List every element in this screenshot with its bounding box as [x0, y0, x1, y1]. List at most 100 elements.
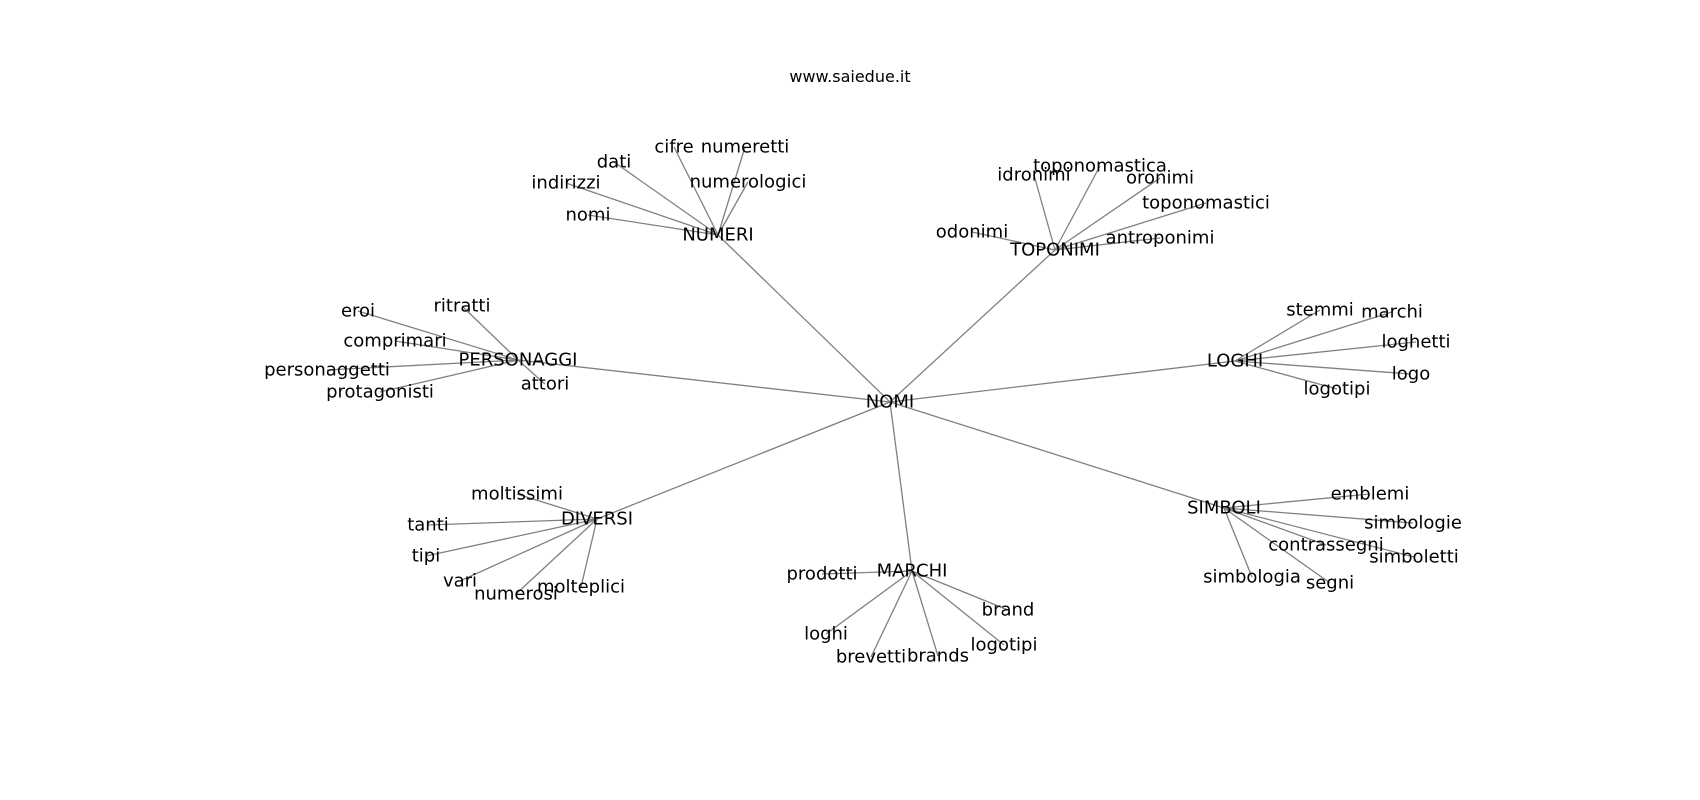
edge-toponimi-leaf: [1054, 202, 1207, 251]
node-leaf: cifre: [654, 137, 693, 158]
edge-personaggi-leaf: [357, 310, 519, 361]
edge-numeri-leaf: [587, 214, 719, 236]
node-leaf: numeretti: [701, 137, 790, 158]
edge-root-marchi: [889, 401, 913, 572]
node-leaf: prodotti: [787, 564, 858, 585]
node-leaf: numerosi: [474, 584, 558, 605]
node-leaf: tipi: [412, 546, 441, 567]
edge-toponimi-leaf: [1033, 174, 1056, 251]
node-leaf: personaggetti: [264, 360, 390, 381]
edge-simboli-leaf: [1223, 493, 1371, 509]
edge-simboli-leaf: [1223, 507, 1415, 558]
edge-simboli-leaf: [1223, 507, 1331, 584]
node-leaf: antroponimi: [1106, 228, 1215, 249]
node-leaf: attori: [521, 374, 570, 395]
edge-numeri-leaf: [613, 161, 719, 236]
edge-numeri-leaf: [673, 146, 719, 236]
edge-loghi-leaf: [1234, 360, 1412, 375]
edge-marchi-leaf: [911, 570, 939, 657]
node-leaf: idronimi: [997, 165, 1070, 186]
node-leaf: contrassegni: [1268, 535, 1383, 556]
edge-loghi-leaf: [1234, 309, 1321, 362]
edge-loghi-leaf: [1234, 311, 1393, 362]
edge-marchi-leaf: [911, 570, 1009, 611]
edge-toponimi-leaf: [1054, 177, 1161, 251]
edge-personaggi-leaf: [517, 359, 546, 385]
edge-loghi-leaf: [1234, 341, 1417, 362]
edge-numeri-leaf: [565, 182, 719, 236]
edge-root-toponimi: [889, 249, 1056, 403]
site-url: www.saiedue.it: [789, 67, 910, 86]
node-root: NOMI: [866, 392, 914, 413]
node-leaf: brevetti: [836, 647, 906, 668]
edge-root-numeri: [717, 234, 891, 403]
node-group-loghi: LOGHI: [1207, 351, 1263, 372]
edge-simboli-leaf: [1223, 507, 1253, 578]
node-leaf: eroi: [341, 301, 375, 322]
node-leaf: simbologia: [1203, 567, 1301, 588]
node-leaf: loghetti: [1381, 332, 1450, 353]
node-leaf: logotipi: [971, 635, 1038, 656]
node-leaf: simboletti: [1369, 547, 1459, 568]
node-leaf: marchi: [1361, 302, 1423, 323]
edges-layer: [326, 146, 1417, 658]
edge-toponimi-leaf: [971, 231, 1056, 251]
node-group-numeri: NUMERI: [682, 225, 753, 246]
edge-diversi-leaf: [459, 518, 598, 582]
node-leaf: indirizzi: [531, 173, 600, 194]
edge-numeri-leaf: [717, 181, 749, 236]
edge-diversi-leaf: [515, 518, 598, 595]
edge-marchi-leaf: [870, 570, 913, 658]
node-leaf: segni: [1306, 573, 1354, 594]
node-leaf: oronimi: [1126, 168, 1194, 189]
edge-marchi-leaf: [911, 570, 1005, 646]
node-leaf: odonimi: [936, 222, 1008, 243]
node-leaf: emblemi: [1331, 484, 1410, 505]
node-leaf: ritratti: [433, 296, 490, 317]
node-group-marchi: MARCHI: [877, 561, 948, 582]
node-leaf: logo: [1392, 364, 1430, 385]
edge-diversi-leaf: [425, 518, 598, 557]
edge-toponimi-leaf: [1054, 165, 1101, 251]
node-leaf: brand: [982, 600, 1035, 621]
node-leaf: tanti: [407, 515, 449, 536]
node-leaf: toponomastici: [1142, 193, 1270, 214]
node-leaf: moltissimi: [471, 484, 563, 505]
node-leaf: logotipi: [1304, 379, 1371, 400]
node-group-simboli: SIMBOLI: [1187, 498, 1261, 519]
edge-toponimi-leaf: [1054, 237, 1161, 251]
edge-diversi-leaf: [580, 518, 598, 588]
edge-root-personaggi: [517, 359, 891, 403]
node-leaf: nomi: [566, 205, 611, 226]
node-leaf: dati: [597, 152, 632, 173]
edge-numeri-leaf: [717, 146, 746, 236]
node-leaf: comprimari: [343, 331, 446, 352]
node-group-personaggi: PERSONAGGI: [459, 350, 578, 371]
edge-simboli-leaf: [1223, 507, 1414, 524]
node-leaf: molteplici: [537, 577, 625, 598]
edge-simboli-leaf: [1223, 507, 1327, 546]
node-leaf: brands: [907, 646, 969, 667]
node-leaf: stemmi: [1286, 300, 1354, 321]
edge-diversi-leaf: [427, 518, 598, 526]
edge-personaggi-leaf: [379, 359, 519, 393]
node-leaf: numerologici: [690, 172, 807, 193]
node-leaf: toponomastica: [1033, 156, 1167, 177]
edge-marchi-leaf: [821, 570, 913, 575]
node-leaf: protagonisti: [326, 382, 434, 403]
node-group-toponimi: TOPONIMI: [1009, 240, 1100, 261]
edge-diversi-leaf: [516, 493, 598, 520]
node-leaf: vari: [443, 571, 477, 592]
edge-marchi-leaf: [825, 570, 913, 635]
edge-personaggi-leaf: [326, 359, 519, 371]
edge-root-loghi: [889, 360, 1236, 403]
edge-personaggi-leaf: [461, 305, 519, 361]
node-group-diversi: DIVERSI: [561, 509, 633, 530]
edge-root-simboli: [889, 401, 1225, 509]
node-leaf: simbologie: [1364, 513, 1462, 534]
edge-personaggi-leaf: [394, 340, 519, 361]
node-leaf: loghi: [804, 624, 848, 645]
edge-root-diversi: [596, 401, 891, 520]
